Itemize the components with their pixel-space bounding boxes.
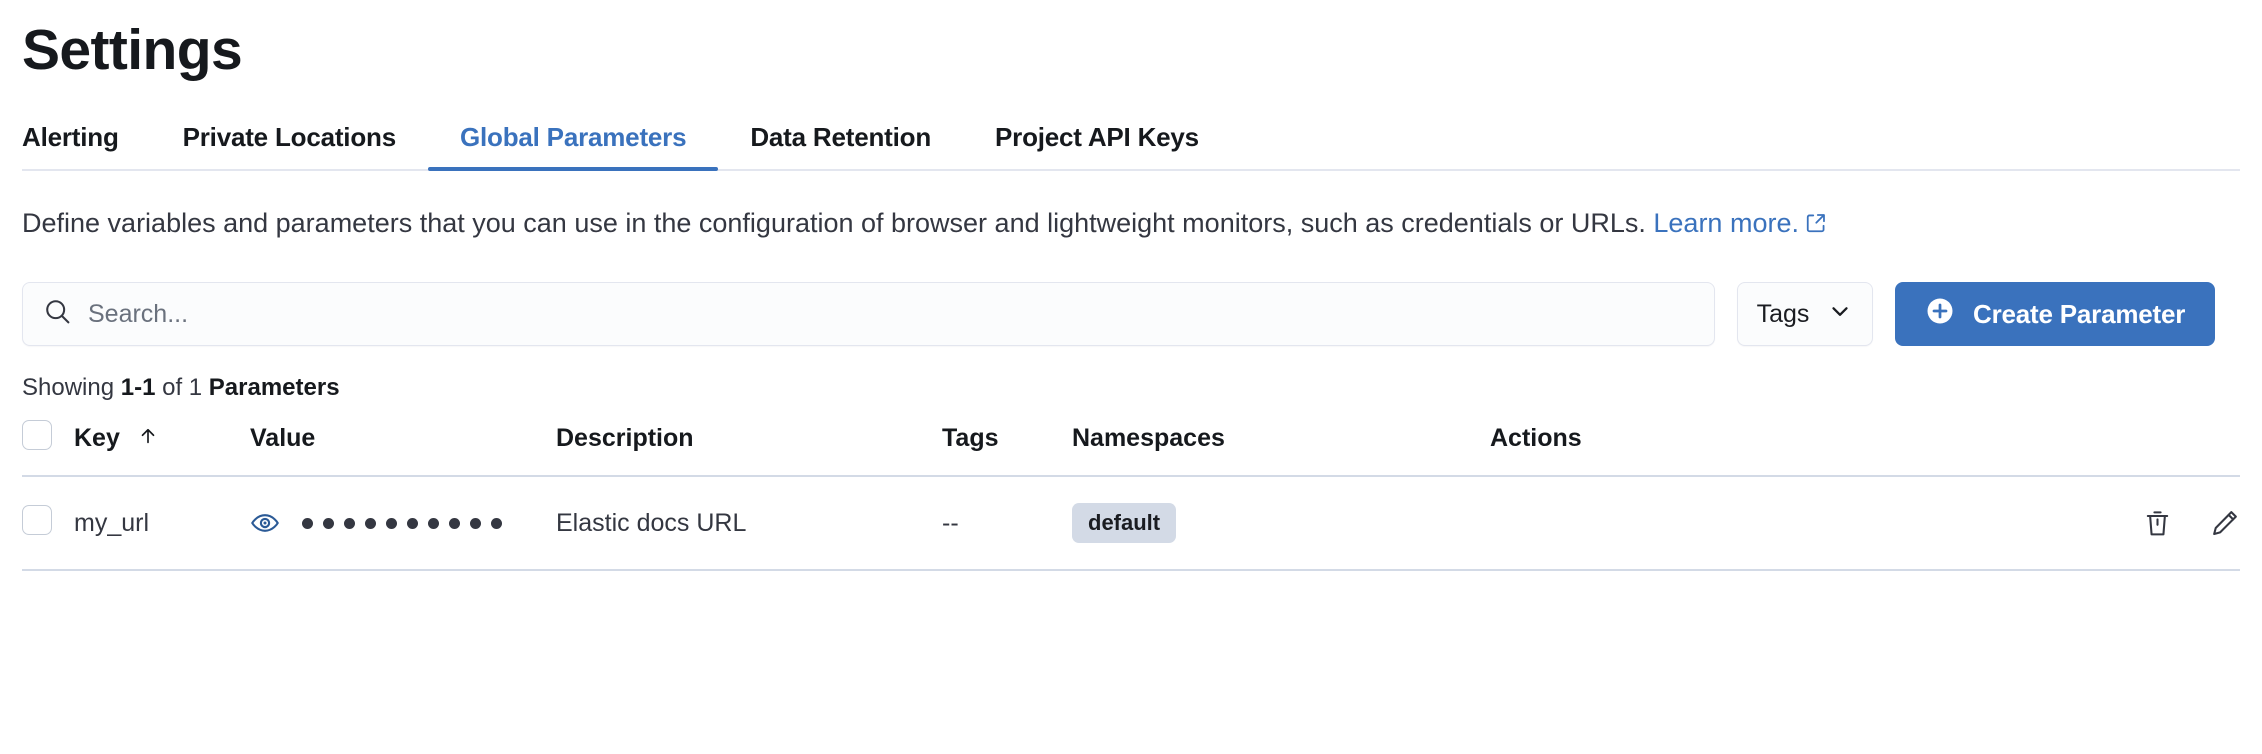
page-title: Settings — [22, 18, 243, 82]
controls-row: Tags Create Parameter — [22, 282, 2240, 346]
namespace-badge: default — [1072, 503, 1177, 543]
results-unit: Parameters — [208, 374, 340, 401]
external-link-icon — [1805, 201, 1827, 250]
table-row: my_url Elastic docs URL -- def — [22, 476, 2240, 570]
column-label: Key — [74, 423, 120, 452]
select-all-checkbox[interactable] — [22, 420, 52, 450]
plus-circle-icon — [1925, 296, 1955, 333]
masked-value — [302, 517, 502, 529]
trash-icon[interactable] — [2142, 508, 2173, 539]
column-header-tags[interactable]: Tags — [942, 420, 1072, 476]
learn-more-link[interactable]: Learn more. — [1653, 208, 1799, 238]
tab-label: Alerting — [22, 122, 119, 152]
column-header-actions: Actions — [1490, 420, 2240, 476]
column-header-key[interactable]: Key — [74, 420, 250, 476]
column-label: Description — [556, 424, 694, 452]
table-body: my_url Elastic docs URL -- def — [22, 476, 2240, 570]
row-select-cell — [22, 476, 74, 570]
table-header-row: Key Value Description Tags Namespaces Ac… — [22, 420, 2240, 476]
tab-alerting[interactable]: Alerting — [22, 122, 151, 169]
eye-icon[interactable] — [250, 508, 280, 538]
pencil-icon[interactable] — [2209, 508, 2240, 539]
tab-data-retention[interactable]: Data Retention — [718, 122, 963, 169]
cell-key: my_url — [74, 508, 150, 537]
cell-namespaces: default — [1072, 476, 1490, 570]
cell-description: Elastic docs URL — [556, 508, 747, 537]
description-text: Define variables and parameters that you… — [22, 199, 2240, 250]
tab-label: Project API Keys — [995, 122, 1199, 152]
tab-label: Data Retention — [750, 122, 932, 152]
search-input[interactable] — [88, 283, 1694, 345]
learn-more-label: Learn more. — [1653, 208, 1799, 238]
table-header: Key Value Description Tags Namespaces Ac… — [22, 420, 2240, 476]
results-range: 1-1 — [120, 374, 156, 401]
row-checkbox[interactable] — [22, 504, 52, 535]
create-parameter-label: Create Parameter — [1973, 298, 2186, 329]
search-field[interactable] — [22, 282, 1715, 346]
tags-filter-label: Tags — [1756, 299, 1810, 328]
search-icon — [43, 297, 72, 331]
tab-bar: Alerting Private Locations Global Parame… — [22, 117, 2240, 171]
column-header-value[interactable]: Value — [250, 420, 556, 476]
column-header-description[interactable]: Description — [556, 420, 942, 476]
column-label: Tags — [942, 424, 999, 452]
column-label: Actions — [1490, 424, 1582, 452]
cell-actions — [1490, 476, 2240, 570]
column-header-namespaces[interactable]: Namespaces — [1072, 420, 1490, 476]
results-prefix: Showing — [22, 374, 121, 401]
parameters-table: Key Value Description Tags Namespaces Ac… — [22, 420, 2240, 571]
column-label: Value — [250, 424, 316, 452]
cell-value — [250, 476, 556, 570]
results-middle: of 1 — [155, 374, 209, 401]
tab-global-parameters[interactable]: Global Parameters — [427, 122, 719, 171]
select-all-cell — [22, 420, 74, 476]
create-parameter-button[interactable]: Create Parameter — [1895, 282, 2216, 346]
chevron-down-icon — [1827, 298, 1853, 331]
cell-tags: -- — [942, 508, 959, 537]
tags-filter-button[interactable]: Tags — [1737, 282, 1873, 346]
tab-private-locations[interactable]: Private Locations — [151, 122, 428, 169]
tab-label: Private Locations — [182, 122, 397, 152]
tab-label: Global Parameters — [459, 122, 687, 152]
arrow-up-icon — [137, 425, 159, 454]
column-label: Namespaces — [1072, 424, 1225, 452]
description-body: Define variables and parameters that you… — [22, 208, 1646, 238]
results-count: Showing 1-1 of 1 Parameters — [22, 374, 2240, 402]
tab-project-api-keys[interactable]: Project API Keys — [963, 122, 1231, 169]
